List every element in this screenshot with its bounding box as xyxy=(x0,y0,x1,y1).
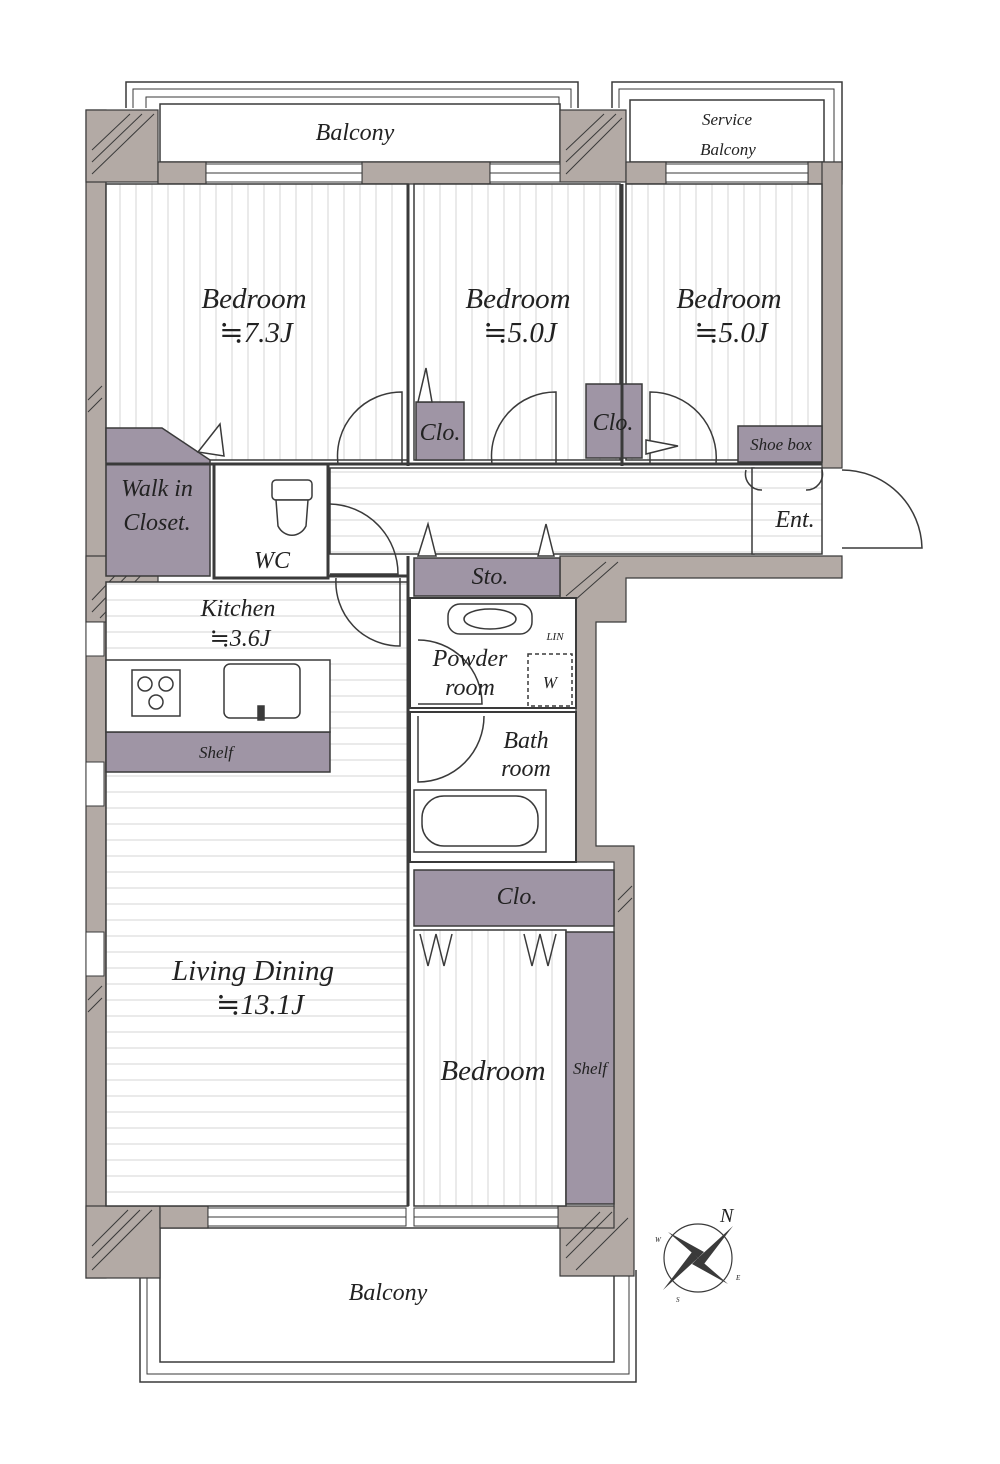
balcony-top xyxy=(125,81,579,163)
bedroom-3-name: Bedroom xyxy=(676,283,781,315)
service-balcony xyxy=(611,81,843,170)
compass-e: E xyxy=(735,1274,741,1282)
doors xyxy=(196,367,923,967)
powder-room-label-1: Powder xyxy=(432,646,508,672)
walk-in-closet-label-1: Walk in xyxy=(121,476,193,502)
closet-a-label: Clo. xyxy=(420,420,461,446)
closet-c-label: Clo. xyxy=(497,884,538,910)
bedroom-2-size: ≒5.0J xyxy=(483,317,558,349)
kitchen-size: ≒3.6J xyxy=(210,626,272,652)
compass-s: S xyxy=(676,1296,680,1304)
compass: N W E S xyxy=(655,1205,741,1304)
bedroom-2-name: Bedroom xyxy=(465,283,570,315)
living-dining-size: ≒13.1J xyxy=(216,989,305,1021)
washer-label: W xyxy=(543,673,559,692)
storage-label: Sto. xyxy=(472,564,509,590)
bath-room-label-2: room xyxy=(501,756,551,782)
entrance-label: Ent. xyxy=(774,507,814,533)
service-balcony-label-1: Service xyxy=(702,110,752,129)
bedroom-1-name: Bedroom xyxy=(201,283,306,315)
labels: Balcony Service Balcony Bedroom ≒7.3J Be… xyxy=(121,110,815,1306)
powder-room-label-2: room xyxy=(445,675,495,701)
compass-n: N xyxy=(719,1205,735,1227)
kitchen-name: Kitchen xyxy=(200,596,276,622)
closet-b-label: Clo. xyxy=(593,410,634,436)
fixtures xyxy=(105,479,573,853)
linen-label: LIN xyxy=(545,631,564,643)
balcony-bottom-label: Balcony xyxy=(349,1280,428,1306)
kitchen-shelf-label: Shelf xyxy=(199,743,235,762)
service-balcony-label-2: Balcony xyxy=(700,140,756,159)
bedroom-3-size: ≒5.0J xyxy=(694,317,769,349)
toilet-tank-icon xyxy=(271,479,313,501)
bedroom-shelf-label: Shelf xyxy=(573,1059,609,1078)
living-dining-name: Living Dining xyxy=(171,955,334,987)
windows xyxy=(85,163,809,1227)
compass-ring xyxy=(663,1223,733,1293)
bedroom-4-name: Bedroom xyxy=(440,1055,545,1087)
shoe-box-label: Shoe box xyxy=(750,435,812,454)
balcony-bottom xyxy=(139,1227,637,1383)
toilet-bowl-icon xyxy=(275,499,309,536)
walk-in-closet-label-2: Closet. xyxy=(123,510,190,536)
balcony-top-label: Balcony xyxy=(316,120,395,146)
bedroom-1-size: ≒7.3J xyxy=(219,317,294,349)
bath-room-label-1: Bath xyxy=(503,728,548,754)
wc-label: WC xyxy=(254,548,291,574)
compass-w: W xyxy=(655,1236,662,1244)
washing-machine-space xyxy=(527,653,573,707)
compass-needle-north xyxy=(698,1226,733,1264)
